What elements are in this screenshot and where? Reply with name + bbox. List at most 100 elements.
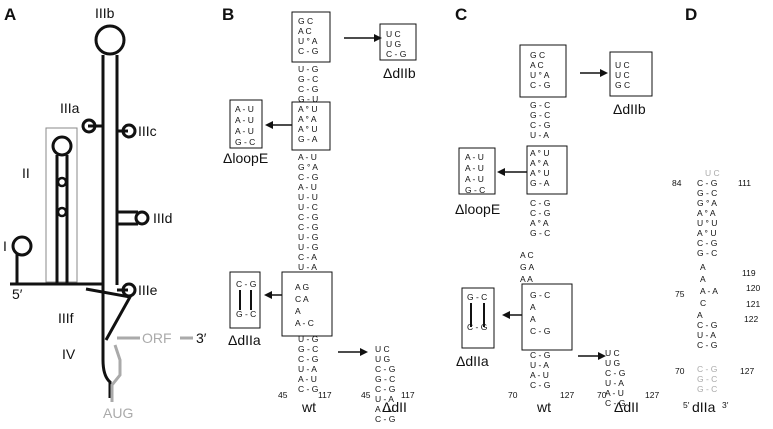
nucleotide-pair: U ° A <box>530 70 550 80</box>
nucleotide-pair: C A <box>295 294 309 304</box>
label-iiif: IIIf <box>58 310 74 326</box>
arrow-loopE-c-head <box>497 168 505 176</box>
label-del-dII-b: ΔdII <box>382 399 407 415</box>
num-84: 84 <box>672 178 682 188</box>
dIIb-box <box>291 11 331 63</box>
panel-a-letter: A <box>4 5 16 24</box>
nucleotide-pair: C - G <box>697 364 717 374</box>
nucleotide-pair: A - A <box>700 286 718 296</box>
label-iiia: IIIa <box>60 100 80 116</box>
nucleotide-pair: C - G <box>375 414 395 424</box>
nucleotide-pair: A ° A <box>530 218 549 228</box>
panel-c: C G CA CU ° AC - GG - CG - CC - GU - AA … <box>455 5 659 415</box>
nucleotide-pair: G - C <box>530 100 550 110</box>
label-i: I <box>3 238 7 254</box>
nucleotide-pair: G ° A <box>697 198 717 208</box>
label-del-dIIb-c: ΔdIIb <box>613 101 646 117</box>
nucleotide-pair: C - G <box>298 384 318 394</box>
num-127-c: 127 <box>560 390 574 400</box>
nucleotide-pair: C - G <box>530 208 550 218</box>
nucleotide-pair: A - U <box>298 152 317 162</box>
nucleotide-pair: G - C <box>697 374 717 384</box>
nucleotide-pair: A C <box>530 60 544 70</box>
nucleotide-pair: U - G <box>298 232 318 242</box>
panel-d-sequence: U CC - GG - CG ° AA ° AU ° UA ° UC - GG … <box>697 168 720 394</box>
nucleotide-pair: C - G <box>298 46 318 56</box>
label-3prime-d: 3′ <box>722 400 729 410</box>
nucleotide-pair: G - C <box>235 137 255 147</box>
nucleotide-pair: A A <box>520 274 533 284</box>
nucleotide-pair: G - C <box>298 344 318 354</box>
num-122: 122 <box>744 314 758 324</box>
nucleotide-pair: C - G <box>386 49 406 59</box>
nucleotide-pair: A - U <box>465 163 484 173</box>
nucleotide-pair: A ° U <box>697 228 716 238</box>
nucleotide-pair: G - C <box>465 185 485 195</box>
nucleotide-pair: C <box>700 298 706 308</box>
dIIb-box-c <box>519 44 567 98</box>
nucleotide-pair: G C <box>298 16 313 26</box>
nucleotide-pair: U - A <box>298 364 317 374</box>
nucleotide-pair: C - G <box>605 368 625 378</box>
panel-d-letter: D <box>685 5 697 24</box>
nucleotide-pair: C - G <box>530 120 550 130</box>
nucleotide-pair: A ° A <box>298 114 317 124</box>
label-5prime: 5′ <box>12 286 23 302</box>
arrow-dIIb-head <box>374 34 382 42</box>
label-iiic: IIIc <box>138 123 157 139</box>
nucleotide-pair: U C <box>615 70 630 80</box>
label-del-dIIa-c: ΔdIIa <box>456 353 489 369</box>
nucleotide-pair: C - G <box>298 222 318 232</box>
panel-d: D U CC - GG - CG ° AA ° AU ° UA ° UC - G… <box>672 5 760 415</box>
label-wt-c: wt <box>536 399 551 415</box>
nucleotide-pair: A - U <box>235 126 254 136</box>
nucleotide-pair: U C <box>375 344 390 354</box>
nucleotide-pair: C - G <box>375 384 395 394</box>
nucleotide-pair: C - A <box>298 252 317 262</box>
nucleotide-pair: G C <box>615 80 630 90</box>
nucleotide-pair: A ° A <box>697 208 716 218</box>
nucleotide-pair: C - G <box>697 178 717 188</box>
num-117: 117 <box>318 390 332 400</box>
nucleotide-pair: C - G <box>298 84 318 94</box>
num-119: 119 <box>742 268 756 278</box>
nucleotide-pair: C - G <box>697 320 717 330</box>
dIIb-deleted-box-c <box>609 51 653 97</box>
num-45: 45 <box>278 390 288 400</box>
nucleotide-pair: G C <box>530 50 545 60</box>
nucleotide-pair: A <box>700 262 706 272</box>
nucleotide-pair: U - A <box>697 330 716 340</box>
nucleotide-pair: C - G <box>298 212 318 222</box>
nucleotide-pair: A - U <box>298 182 317 192</box>
label-del-dIIa-b: ΔdIIa <box>228 332 261 348</box>
nucleotide-pair: C - G <box>467 322 487 332</box>
nucleotide-pair: A - U <box>465 152 484 162</box>
nucleotide-pair: A ° U <box>530 168 549 178</box>
domain-ii-box <box>45 127 78 283</box>
nucleotide-pair: A - C <box>295 318 314 328</box>
num-127-d: 127 <box>740 366 754 376</box>
panel-a: A IIIb IIIa <box>3 5 207 421</box>
dIIa-box <box>281 271 333 337</box>
label-ii: II <box>22 165 30 181</box>
domain-ii-bulge-1 <box>56 176 68 188</box>
nucleotide-pair: U - U <box>298 192 318 202</box>
nucleotide-pair: U C <box>705 168 720 178</box>
num-75: 75 <box>675 289 685 299</box>
nucleotide-pair: C - G <box>605 398 625 408</box>
domain-i-loop <box>11 235 33 257</box>
nucleotide-pair: C - G <box>375 364 395 374</box>
domain-ii-loop <box>51 135 73 157</box>
num-70-c-del: 70 <box>597 390 607 400</box>
nucleotide-pair: U C <box>386 29 401 39</box>
nucleotide-pair: C - G <box>530 350 550 360</box>
nucleotide-pair: U C <box>605 348 620 358</box>
label-iv: IV <box>62 346 76 362</box>
nucleotide-pair: G - C <box>697 248 717 258</box>
nucleotide-pair: C - G <box>697 340 717 350</box>
nucleotide-pair: U G <box>605 358 620 368</box>
arrow-dIIa-c-head <box>502 311 510 319</box>
panel-b-sequence: G CA CU ° AC - GU - GG - CC - GG - UA ° … <box>235 16 406 424</box>
nucleotide-pair: A - U <box>235 104 254 114</box>
nucleotide-pair: G - C <box>375 374 395 384</box>
